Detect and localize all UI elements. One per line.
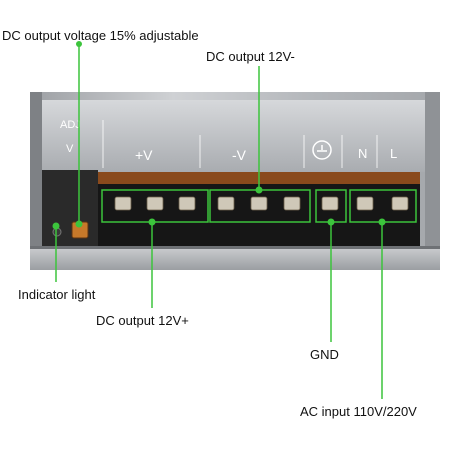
dc-plus-label: DC output 12V+ [96, 313, 189, 328]
callout-dots [52, 41, 386, 230]
ground-symbol-icon [312, 140, 332, 160]
terminal-screws [114, 196, 409, 211]
panel-markings: ADJ V +V -V N L [60, 119, 397, 163]
terminal-screw [217, 196, 235, 211]
voltage-adjust-label: DC output voltage 15% adjustable [2, 28, 199, 43]
panel-dividers [102, 120, 378, 168]
terminal-screw [321, 196, 339, 211]
terminal-screw [146, 196, 164, 211]
adj-label: ADJ [60, 119, 81, 131]
gnd-label: GND [310, 347, 339, 362]
dc-minus-label: DC output 12V- [206, 49, 295, 64]
indicator-area [42, 170, 98, 246]
adj-v-label: V [66, 143, 74, 155]
terminal-screw [283, 196, 301, 211]
terminal-screw [250, 196, 268, 211]
l-marking: L [390, 146, 397, 161]
terminal-screw [391, 196, 409, 211]
plus-v-marking: +V [135, 147, 153, 163]
terminal-screw [178, 196, 196, 211]
terminal-screw [114, 196, 132, 211]
minus-v-marking: -V [232, 147, 247, 163]
ac-input-label: AC input 110V/220V [300, 404, 417, 419]
indicator-light-label: Indicator light [18, 287, 96, 302]
terminal-screw [356, 196, 374, 211]
n-marking: N [358, 146, 367, 161]
